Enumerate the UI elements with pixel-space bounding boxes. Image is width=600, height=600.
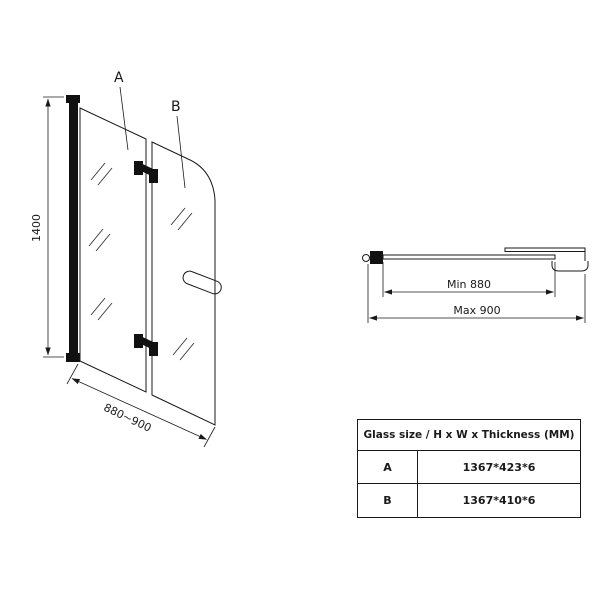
row-a-label: A — [358, 451, 418, 483]
width-dimension-text: 880~900 — [102, 401, 154, 435]
height-dimension-text: 1400 — [30, 214, 43, 242]
max-dimension-text: Max 900 — [453, 304, 500, 317]
height-dimension — [43, 96, 64, 358]
hinge-top-icon — [134, 161, 158, 183]
label-b-leader — [176, 115, 186, 189]
glass-size-table: Glass size / H x W x Thickness (MM) A 13… — [357, 419, 581, 518]
hinge-bottom-icon — [134, 334, 158, 356]
top-view-knob — [362, 254, 370, 262]
top-view-panel-b — [504, 247, 586, 252]
row-a-value: 1367*423*6 — [462, 460, 536, 474]
panel-b-label: B — [171, 99, 181, 115]
wall-profile — [66, 95, 80, 362]
glass-size-table-header: Glass size / H x W x Thickness (MM) — [358, 420, 580, 451]
towel-bar — [182, 270, 222, 295]
top-view-glass-panel — [382, 254, 556, 260]
glass-panel-a — [79, 107, 147, 393]
panel-a-label: A — [114, 70, 124, 86]
top-view-towel-bar — [551, 261, 589, 272]
table-row: A 1367*423*6 — [358, 451, 580, 484]
width-dimension — [66, 363, 216, 448]
table-row: B 1367*410*6 — [358, 484, 580, 517]
front-view — [43, 86, 222, 448]
row-b-label: B — [358, 484, 418, 517]
top-view-wall-profile — [370, 251, 383, 264]
min-dimension — [382, 262, 556, 297]
row-b-value: 1367*410*6 — [462, 494, 536, 507]
min-dimension-text: Min 880 — [447, 278, 491, 291]
max-dimension — [367, 264, 586, 323]
top-view — [362, 247, 589, 323]
glass-hatching — [88, 162, 195, 361]
label-a-leader — [119, 86, 129, 151]
glass-panel-b — [151, 141, 216, 426]
